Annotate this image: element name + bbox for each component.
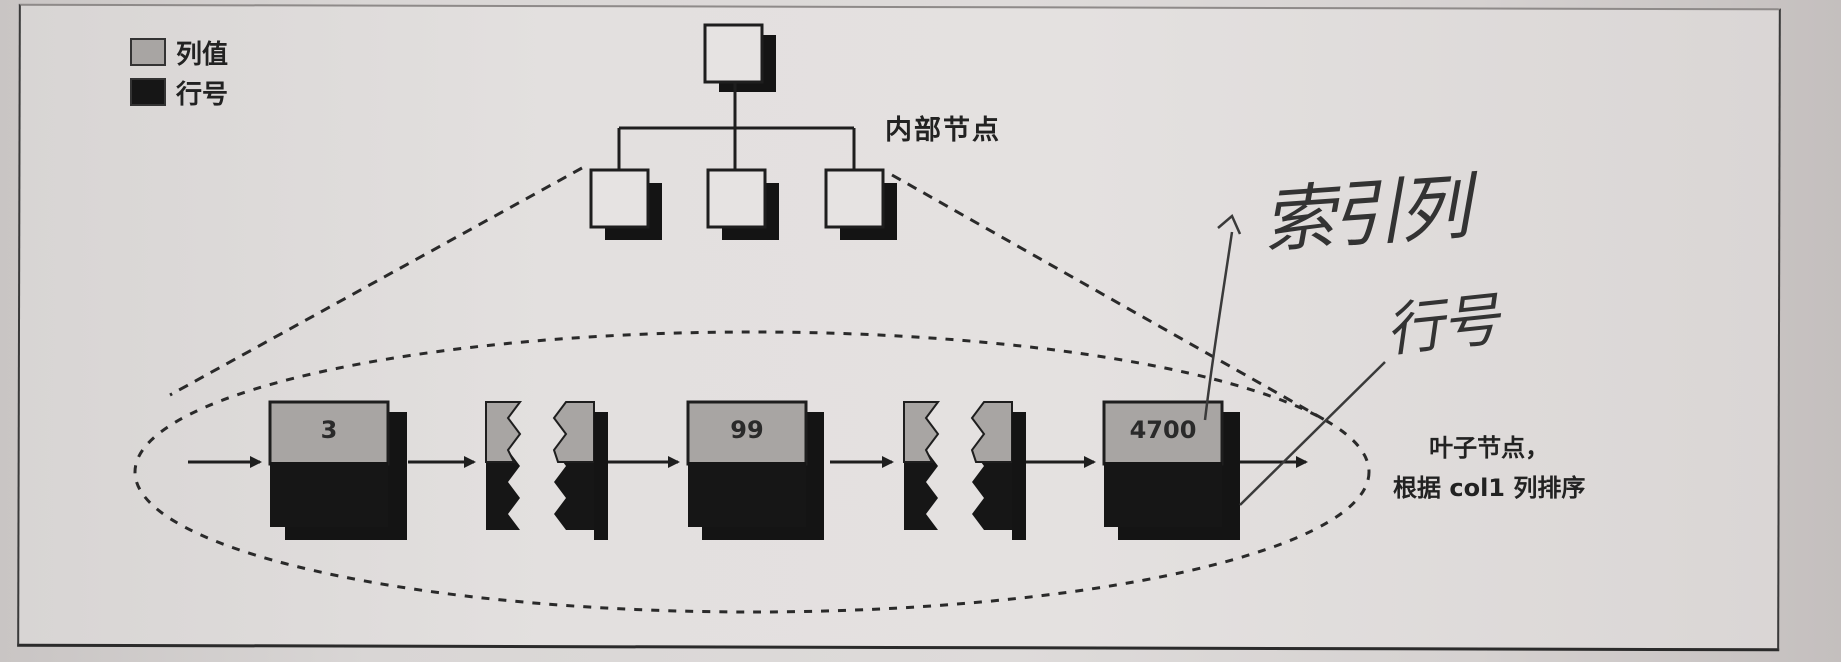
handwritten-pointers bbox=[1203, 213, 1386, 506]
legend-item-column-value: 列值 bbox=[130, 32, 228, 72]
row-number-swatch-icon bbox=[130, 78, 166, 106]
column-value-swatch-icon bbox=[130, 38, 166, 66]
leaf-label-line1: 叶子节点， bbox=[1429, 434, 1550, 462]
leaf-level-ellipse bbox=[133, 330, 1371, 614]
leaf-node-label: 叶子节点， 根据 col1 列排序 bbox=[1393, 428, 1585, 508]
leaf-value: 3 bbox=[320, 416, 338, 444]
internal-node-label: 内部节点 bbox=[885, 115, 1001, 146]
legend-item-row-number: 行号 bbox=[130, 72, 228, 112]
leaf-gap-1 bbox=[485, 401, 608, 540]
leaf-node-99 bbox=[686, 400, 824, 540]
leaf-node-4700 bbox=[1102, 400, 1240, 540]
internal-node-3 bbox=[824, 168, 897, 240]
tree-connectors bbox=[617, 82, 856, 170]
root-node bbox=[703, 23, 776, 92]
legend-label: 列值 bbox=[176, 39, 229, 70]
handwritten-index-column: 索引列 bbox=[1259, 164, 1470, 263]
legend-label: 行号 bbox=[176, 79, 229, 110]
leaf-value: 99 bbox=[730, 416, 764, 444]
leaf-value: 4700 bbox=[1129, 416, 1197, 444]
handwritten-row-number: 行号 bbox=[1382, 285, 1501, 365]
legend: 列值 行号 bbox=[130, 32, 228, 112]
internal-node-1 bbox=[589, 168, 662, 240]
leaf-gap-2 bbox=[903, 401, 1026, 540]
internal-node-2 bbox=[706, 168, 779, 240]
leaf-node-3 bbox=[268, 400, 407, 540]
leaf-label-line2: 根据 col1 列排序 bbox=[1393, 474, 1586, 502]
expansion-lines bbox=[169, 166, 1326, 422]
